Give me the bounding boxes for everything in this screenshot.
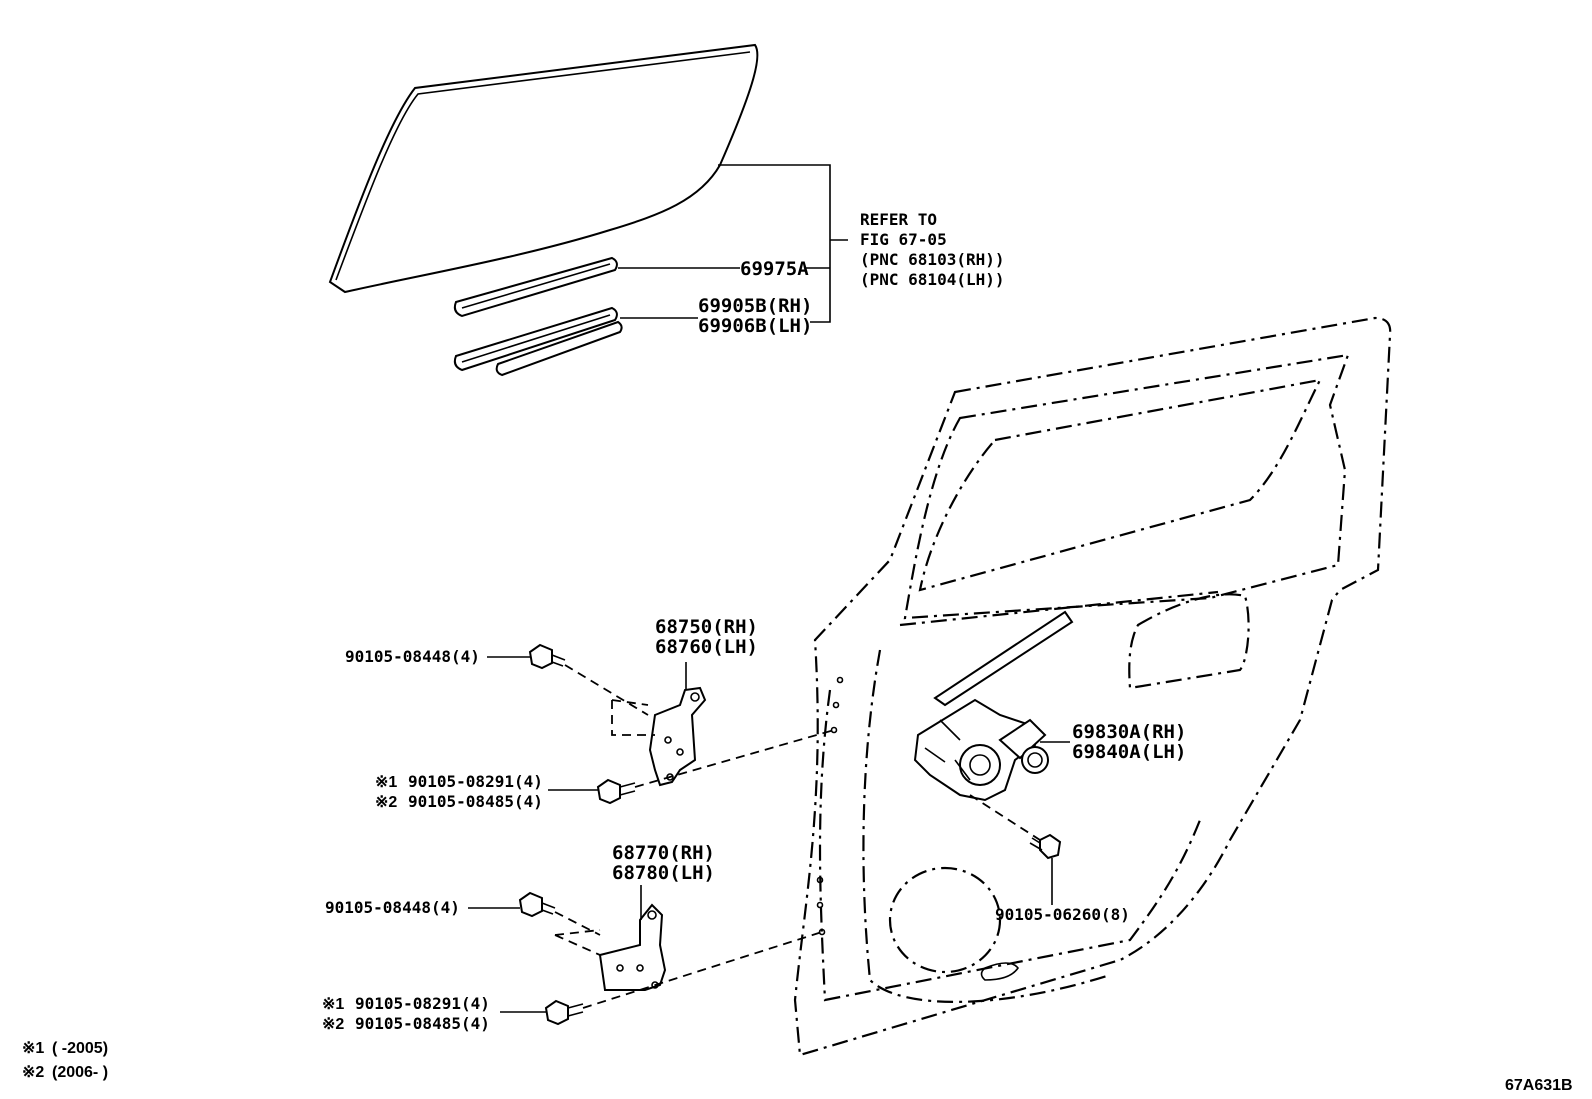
label-69906b-lh: 69906B(LH): [698, 315, 812, 337]
legend-marker-1: ※1: [22, 1040, 44, 1057]
glass-callout-lines: [618, 164, 848, 323]
legend-note-2: (2006- ): [52, 1064, 108, 1081]
upper-body-bolt: [528, 643, 649, 716]
label-90105-06260: 90105-06260(8): [995, 905, 1130, 924]
glass-run-69975a: [453, 256, 618, 318]
refer-line-1: REFER TO: [860, 210, 937, 229]
rear-door-panel: [793, 316, 1392, 1057]
upper-marker-1: ※1: [375, 774, 397, 791]
label-90105-08291-upper: 90105-08291(4): [408, 772, 543, 791]
belt-moulding-69905b: [453, 306, 623, 377]
label-68780-lh: 68780(LH): [612, 862, 715, 884]
door-glass: [328, 43, 759, 294]
upper-hinge: [611, 686, 707, 787]
legend-note-1: ( -2005): [52, 1040, 108, 1057]
window-regulator: [913, 610, 1074, 802]
label-90105-08291-lower: 90105-08291(4): [355, 994, 490, 1013]
label-68750-rh: 68750(RH): [655, 616, 758, 638]
regulator-bolt: [969, 794, 1062, 860]
label-90105-08485-lower: 90105-08485(4): [355, 1014, 490, 1033]
upper-marker-2: ※2: [375, 794, 397, 811]
label-69975a: 69975A: [740, 258, 809, 280]
legend-marker-2: ※2: [22, 1064, 44, 1081]
label-68760-lh: 68760(LH): [655, 636, 758, 658]
refer-line-3: (PNC 68103(RH)): [860, 250, 1005, 269]
lower-marker-2: ※2: [322, 1016, 344, 1033]
upper-door-bolt: [596, 729, 835, 805]
refer-line-4: (PNC 68104(LH)): [860, 270, 1005, 289]
lower-body-bolt: [518, 891, 601, 936]
refer-line-2: FIG 67-05: [860, 230, 947, 249]
label-69840a-lh: 69840A(LH): [1072, 741, 1186, 763]
label-69830a-rh: 69830A(RH): [1072, 721, 1186, 743]
lower-door-bolt: [544, 931, 823, 1026]
lower-marker-1: ※1: [322, 996, 344, 1013]
label-90105-08485-upper: 90105-08485(4): [408, 792, 543, 811]
label-90105-08448-lower: 90105-08448(4): [325, 898, 460, 917]
label-68770-rh: 68770(RH): [612, 842, 715, 864]
lower-hinge: [554, 903, 667, 991]
label-69905b-rh: 69905B(RH): [698, 295, 812, 317]
figure-code: 67A631B: [1505, 1077, 1573, 1094]
label-90105-08448-upper: 90105-08448(4): [345, 647, 480, 666]
